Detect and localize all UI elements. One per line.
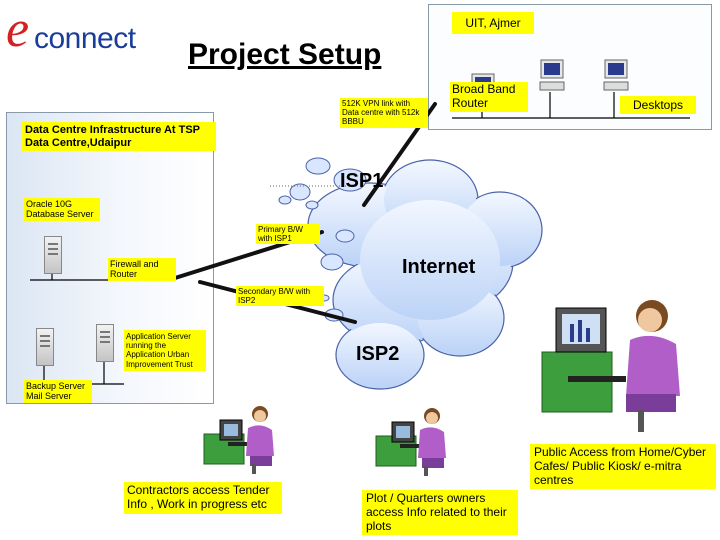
isp1-label: ISP1 <box>340 170 384 192</box>
application-server-icon <box>96 324 114 362</box>
contractor-user-icon <box>203 406 274 474</box>
uit-ajmer-label: UIT, Ajmer <box>452 12 534 34</box>
secondary-bw-label: Secondary B/W with ISP2 <box>236 286 324 307</box>
oracle-server-label: Oracle 10G Database Server <box>24 198 100 221</box>
backup-mail-server-label: Backup Server Mail Server <box>24 380 92 403</box>
desktop-icon <box>603 59 629 91</box>
public-access-user-icon <box>541 300 680 432</box>
internet-label: Internet <box>402 256 476 278</box>
logo-e: e <box>6 1 30 58</box>
broadband-router-label: Broad Band Router <box>450 82 528 112</box>
plot-owners-label: Plot / Quarters owners access Info relat… <box>362 490 518 536</box>
backup-mail-server-icon <box>36 328 54 366</box>
vpn-link-label: 512K VPN link with Data centre with 512k… <box>340 98 428 128</box>
isp2-label: ISP2 <box>356 343 400 365</box>
data-centre-label: Data Centre Infrastructure At TSP Data C… <box>22 122 216 152</box>
isp-cloud-fill <box>310 162 540 387</box>
application-server-label: Application Server running the Applicati… <box>124 330 206 371</box>
page-title: Project Setup <box>188 38 382 71</box>
plot-owner-user-icon <box>375 408 446 476</box>
firewall-router-label: Firewall and Router <box>108 258 176 281</box>
public-access-label: Public Access from Home/Cyber Cafes/ Pub… <box>530 444 716 490</box>
firewall-router-server-icon <box>44 236 62 274</box>
primary-bw-label: Primary B/W with ISP1 <box>256 224 320 245</box>
logo-connect: connect <box>34 22 136 55</box>
econnect-logo: e connect <box>6 1 146 58</box>
desktop-icon <box>539 59 565 91</box>
contractors-label: Contractors access Tender Info , Work in… <box>124 482 282 514</box>
desktops-label: Desktops <box>620 96 696 114</box>
